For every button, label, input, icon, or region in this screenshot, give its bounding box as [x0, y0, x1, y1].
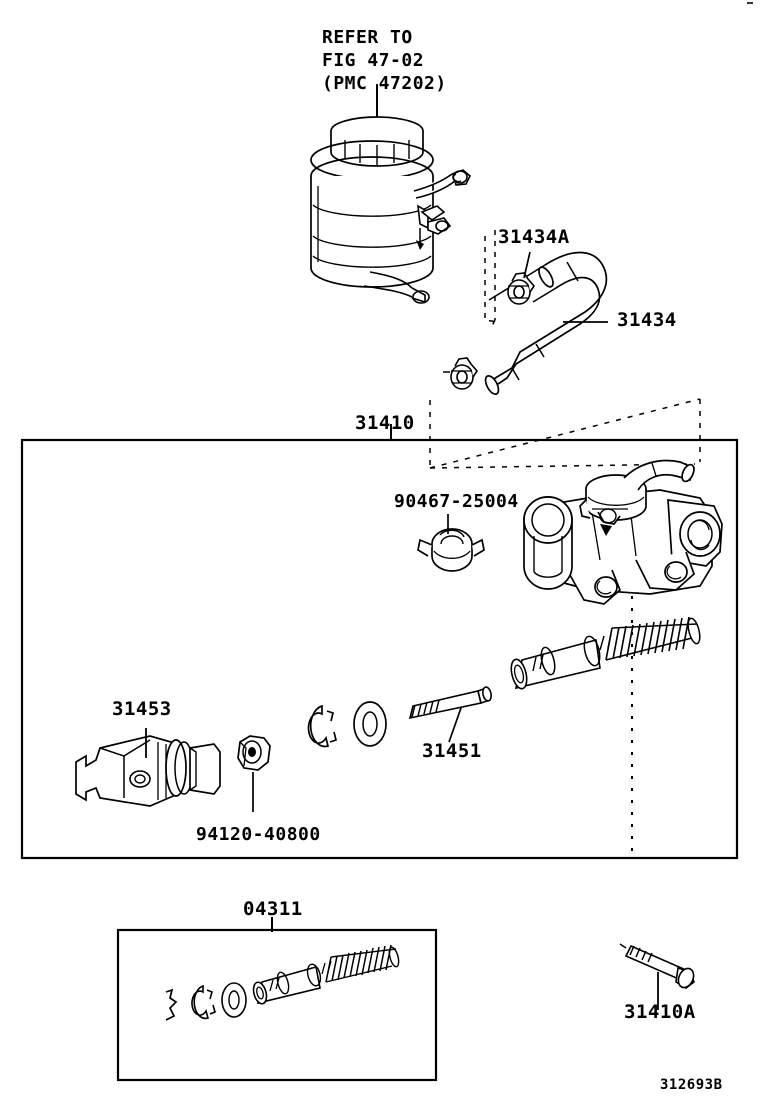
snap-ring	[307, 704, 338, 748]
label-31451: 31451	[422, 740, 482, 762]
reservoir-bracket-upper	[413, 169, 471, 199]
cylinder-inlet-fitting	[579, 459, 696, 536]
leader-31451	[448, 707, 462, 743]
label-94120-40800: 94120-40800	[196, 824, 321, 845]
figure-code: 312693B	[660, 1077, 723, 1093]
refer-to-note: REFER TO FIG 47-02 (PMC 47202)	[322, 27, 447, 95]
reservoir-hose	[484, 251, 608, 395]
piston-spring-assembly	[510, 616, 701, 690]
reservoir-mount-bolt	[619, 943, 695, 989]
label-31410: 31410	[355, 412, 415, 434]
reservoir-tank	[310, 116, 434, 304]
label-31410a: 31410A	[624, 1001, 696, 1023]
dashed-leader-reservoir	[491, 230, 496, 327]
label-31434a: 31434A	[498, 226, 570, 248]
lock-nut	[237, 735, 271, 771]
retaining-clip	[417, 528, 485, 572]
hose-clamp-upper	[507, 272, 536, 305]
repair-kit-contents	[165, 944, 400, 1021]
reservoir-bracket-lower	[416, 204, 452, 250]
label-31434: 31434	[617, 309, 677, 331]
label-90467-25004: 90467-25004	[394, 491, 519, 512]
hose-clamp-lower	[443, 357, 479, 390]
label-04311: 04311	[243, 898, 303, 920]
leader-31434a	[523, 251, 531, 279]
dashed-leader-hose-lower	[484, 236, 499, 323]
label-31453: 31453	[112, 698, 172, 720]
push-rod	[408, 686, 492, 720]
main-assembly-box	[20, 438, 739, 860]
clevis-yoke	[75, 735, 221, 807]
flat-washer	[353, 701, 387, 747]
repair-kit-box	[116, 928, 438, 1082]
dashed-leader-cylinder	[429, 398, 701, 469]
